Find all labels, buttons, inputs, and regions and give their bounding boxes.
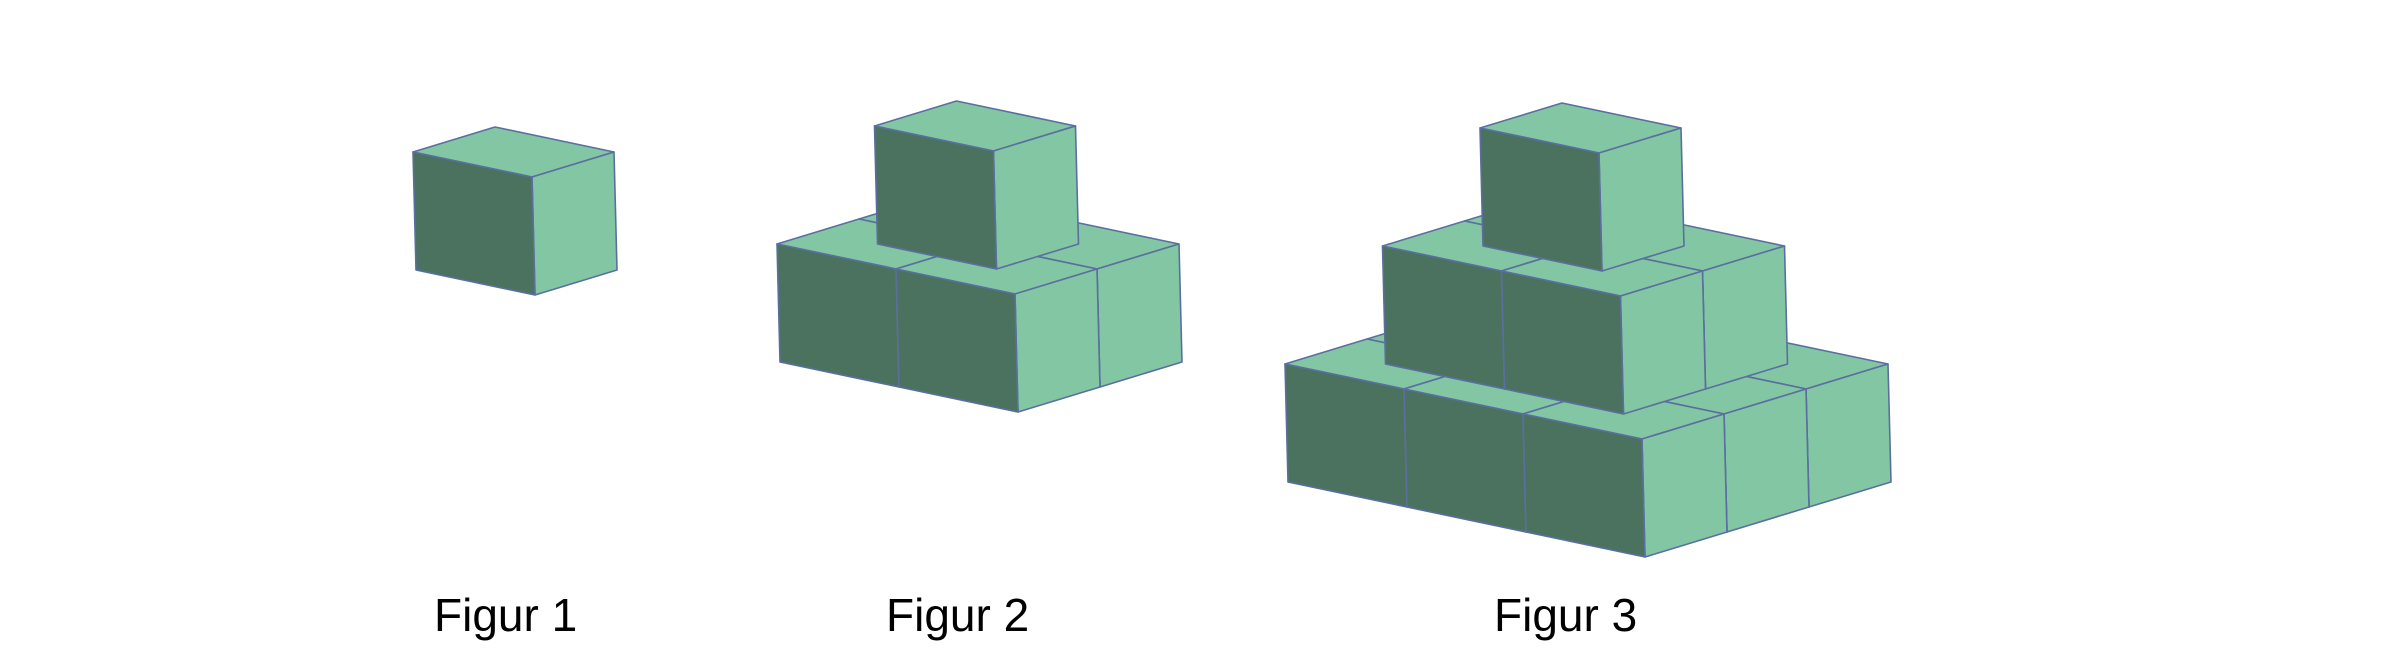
cube-side-face	[531, 151, 618, 296]
figure-2-cubes	[776, 100, 1183, 413]
cube	[1479, 102, 1685, 272]
figure-2-caption: Figur 2	[886, 589, 1030, 641]
cube-front-face	[1381, 245, 1506, 390]
cube-front-face	[1522, 413, 1646, 558]
cube-side-face	[1701, 245, 1789, 390]
figure-1-caption: Figur 1	[434, 589, 578, 641]
cube-front-face	[1479, 127, 1603, 272]
cube-front-face	[895, 268, 1019, 413]
cube-side-face	[1805, 363, 1892, 508]
cube-side-face	[1619, 270, 1707, 415]
cube-side-face	[1014, 268, 1101, 413]
cube	[412, 126, 618, 296]
cube-front-face	[776, 243, 900, 388]
cube-front-face	[1284, 363, 1408, 508]
cube-side-face	[992, 125, 1080, 270]
cube-side-face	[1723, 388, 1810, 533]
cube-front-face	[1403, 388, 1527, 533]
cube-front-face	[412, 151, 536, 296]
cube-front-face	[873, 125, 998, 270]
figure-3-cubes	[1284, 102, 1892, 558]
cube	[873, 100, 1080, 270]
figure-3-caption: Figur 3	[1494, 589, 1638, 641]
cube-side-face	[1641, 413, 1728, 558]
figure-1-cubes	[412, 126, 618, 296]
cube-side-face	[1598, 127, 1685, 272]
cube-front-face	[1500, 270, 1625, 415]
cube-side-face	[1096, 243, 1183, 388]
